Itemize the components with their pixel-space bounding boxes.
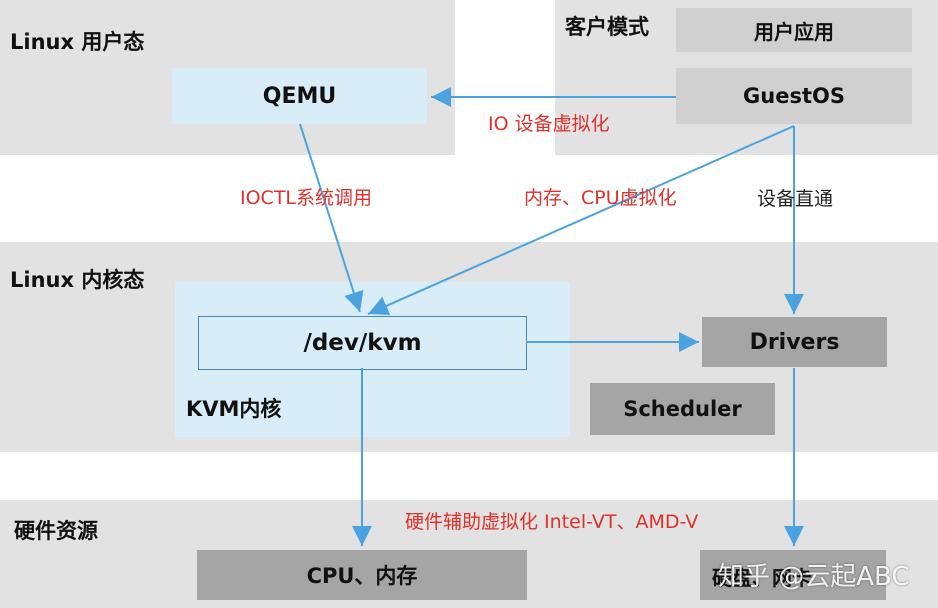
layer-label-linux-kernel: Linux 内核态 [10,268,145,292]
scheduler-box: Scheduler [590,383,775,435]
drivers-box: Drivers [702,317,887,367]
annotation-ioctl: IOCTL系统调用 [240,187,373,209]
arrow-qemu-to-devkvm [299,123,364,313]
annotation-mem-cpu-virtualization: 内存、CPU虚拟化 [524,187,677,209]
layer-label-linux-user: Linux 用户态 [10,30,145,54]
annotation-io-virtualization: IO 设备虚拟化 [488,113,610,135]
layer-label-guest-mode: 客户模式 [565,15,649,39]
kvm-kernel-label: KVM内核 [186,397,282,421]
annotation-passthrough: 设备直通 [757,188,834,210]
qemu-box: QEMU [172,68,427,124]
disk-nic-box [700,550,886,600]
watermark: 知乎 @云起ABC [718,562,910,592]
disk-nic-label: 硬盘、网卡 [712,566,812,590]
arrow-guestos-to-devkvm [367,125,795,316]
user-app-box: 用户应用 [676,8,912,52]
annotation-hw-assist: 硬件辅助虚拟化 Intel-VT、AMD-V [405,511,699,533]
layer-label-hardware: 硬件资源 [14,519,98,543]
dev-kvm-box: /dev/kvm [198,316,527,370]
guest-os-box: GuestOS [676,68,912,124]
cpu-memory-box: CPU、内存 [197,550,527,600]
